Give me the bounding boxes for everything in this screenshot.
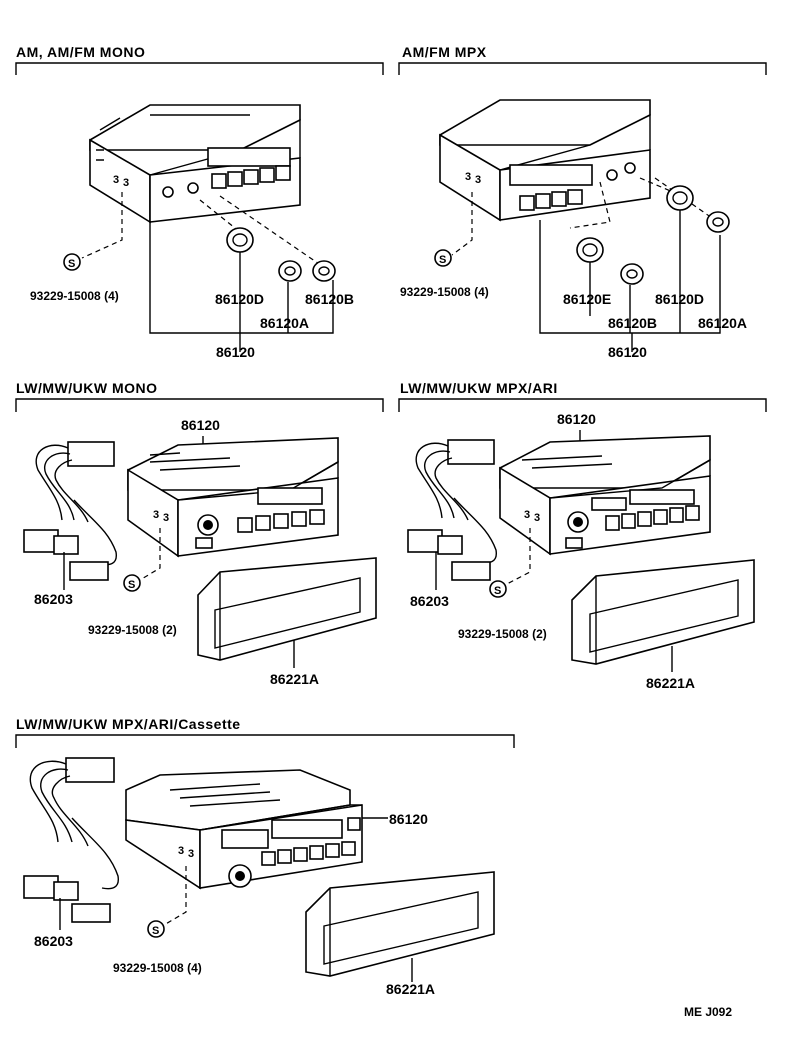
bezel-86221a <box>197 557 377 661</box>
part-label-86203: 86203 <box>34 591 73 607</box>
part-label-86120b: 86120B <box>305 291 354 307</box>
part-label-86120a: 86120A <box>698 315 747 331</box>
part-label-86120e: 86120E <box>563 291 611 307</box>
part-label-86221a: 86221A <box>646 675 695 691</box>
svg-text:S: S <box>152 925 159 937</box>
part-label-86120: 86120 <box>216 344 255 360</box>
screw-symbol: S <box>63 253 81 271</box>
svg-text:3: 3 <box>113 174 119 186</box>
section-bracket <box>15 734 515 748</box>
part-label-86120a: 86120A <box>260 315 309 331</box>
svg-text:S: S <box>128 579 135 591</box>
part-label-86120: 86120 <box>389 811 428 827</box>
section-bracket <box>398 62 767 75</box>
section-title-lw-mono: LW/MW/UKW MONO <box>16 380 158 396</box>
section-bracket <box>15 62 384 75</box>
screw-symbol: S <box>147 920 165 938</box>
section-lw-mono: LW/MW/UKW MONO 86120 86203 <box>15 380 384 687</box>
section-title-lw-mpx: LW/MW/UKW MPX/ARI <box>400 380 558 396</box>
leader-main <box>149 222 334 334</box>
svg-text:3: 3 <box>163 512 169 524</box>
section-bracket <box>15 398 384 412</box>
part-label-86120: 86120 <box>181 417 220 433</box>
wire-harness-86203 <box>407 439 497 581</box>
knob-86120b <box>620 263 644 285</box>
svg-text:3: 3 <box>123 177 129 189</box>
svg-text:S: S <box>439 254 446 266</box>
svg-text:S: S <box>68 258 75 270</box>
svg-text:3: 3 <box>465 171 471 183</box>
part-label-86203: 86203 <box>410 593 449 609</box>
part-label-86120d: 86120D <box>655 291 704 307</box>
screw-symbol: S <box>123 574 141 592</box>
knob-86120d <box>666 185 694 211</box>
screw-label: 93229-15008 (4) <box>113 961 202 975</box>
svg-text:3: 3 <box>153 509 159 521</box>
screw-symbol: S <box>434 249 452 267</box>
section-lw-cassette: LW/MW/UKW MPX/ARI/Cassette 86203 <box>15 716 515 997</box>
section-title-am-mpx: AM/FM MPX <box>402 44 487 60</box>
wire-harness-86203 <box>23 757 119 923</box>
screw-symbol: S <box>489 580 507 598</box>
svg-text:3: 3 <box>534 512 540 524</box>
leader-knob-b <box>219 195 326 269</box>
bezel-86221a <box>305 871 495 977</box>
part-label-86120: 86120 <box>608 344 647 360</box>
svg-text:3: 3 <box>524 509 530 521</box>
knob-86120b <box>312 260 336 282</box>
svg-text:3: 3 <box>178 845 184 857</box>
svg-text:3: 3 <box>475 174 481 186</box>
section-lw-mpx: LW/MW/UKW MPX/ARI 86120 86203 <box>398 380 767 691</box>
screw-label: 93229-15008 (2) <box>458 627 547 641</box>
part-label-86221a: 86221A <box>270 671 319 687</box>
section-bracket <box>398 398 767 412</box>
part-label-86221a: 86221A <box>386 981 435 997</box>
section-title-am-mono: AM, AM/FM MONO <box>16 44 145 60</box>
knob-86120a <box>278 260 302 282</box>
part-label-86120: 86120 <box>557 411 596 427</box>
screw-label: 93229-15008 (2) <box>88 623 177 637</box>
screw-label: 93229-15008 (4) <box>30 289 119 303</box>
svg-text:3: 3 <box>188 848 194 860</box>
knob-86120a <box>706 211 730 233</box>
knob-86120e <box>576 237 604 263</box>
part-label-86120d: 86120D <box>215 291 264 307</box>
wire-harness-86203 <box>23 441 117 581</box>
knob-86120d <box>226 227 254 253</box>
section-title-lw-cassette: LW/MW/UKW MPX/ARI/Cassette <box>16 716 241 732</box>
part-label-86120b: 86120B <box>608 315 657 331</box>
bezel-86221a <box>571 559 755 665</box>
leader-screw <box>81 192 123 259</box>
part-label-86203: 86203 <box>34 933 73 949</box>
footer-code: ME J092 <box>684 1005 732 1019</box>
screw-label: 93229-15008 (4) <box>400 285 489 299</box>
svg-text:S: S <box>494 585 501 597</box>
